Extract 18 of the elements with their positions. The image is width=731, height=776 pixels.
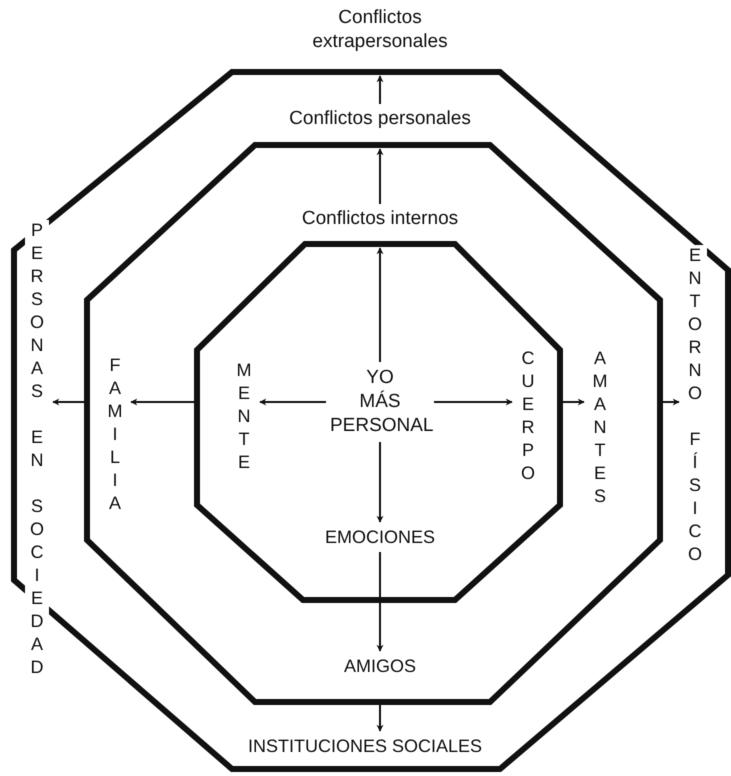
arrow (259, 398, 326, 406)
level-label: EMOCIONES (300, 526, 460, 548)
level-label: AMIGOS (300, 655, 460, 677)
arrow (663, 398, 680, 406)
arrow (434, 398, 513, 406)
arrow (563, 398, 585, 406)
arrow (376, 442, 384, 523)
arrow (52, 398, 84, 406)
level-label: INSTITUCIONES SOCIALES (215, 735, 515, 757)
arrow (376, 148, 384, 204)
level-heading: Conflictos internos (300, 207, 460, 231)
arrow (376, 552, 384, 652)
level-heading: Conflictos personales (288, 107, 472, 131)
arrow (130, 398, 194, 406)
arrow (376, 705, 384, 732)
arrow (376, 247, 384, 362)
arrow (376, 75, 384, 104)
level-heading: Conflictos extrapersonales (311, 6, 449, 54)
